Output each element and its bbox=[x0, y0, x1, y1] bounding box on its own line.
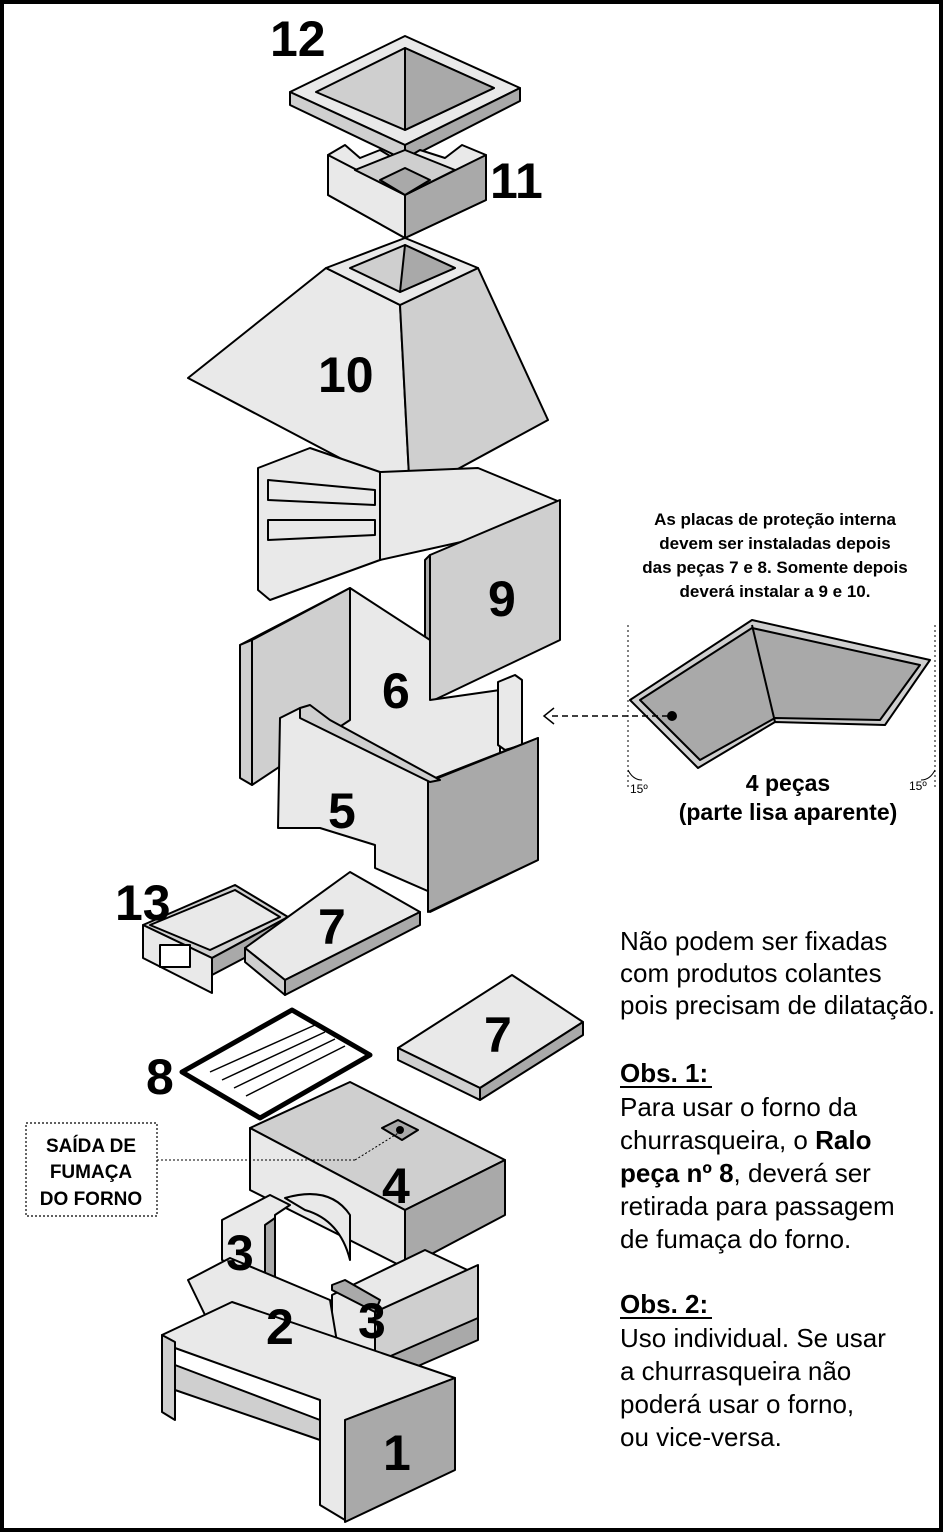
obs2-title: Obs. 2: bbox=[620, 1289, 708, 1319]
plate-arrow bbox=[542, 707, 677, 725]
piece-7-lower bbox=[397, 974, 584, 1101]
plates-subtitle: (parte lisa aparente) bbox=[679, 799, 898, 825]
smoke-outlet-label: SAÍDA DE FUMAÇA DO FORNO bbox=[40, 1135, 142, 1210]
obs2-line-4: ou vice-versa. bbox=[620, 1422, 782, 1452]
obs2-line-1: Uso individual. Se usar bbox=[620, 1323, 886, 1353]
label-piece-3-left: 3 bbox=[226, 1225, 254, 1281]
protection-plate-diagram bbox=[629, 619, 931, 769]
obs1-line-3-bold: peça nº 8 bbox=[620, 1158, 734, 1188]
label-piece-7-lower: 7 bbox=[484, 1007, 512, 1063]
angle-left-label: 15º bbox=[630, 782, 648, 796]
piece-10-hood bbox=[187, 237, 549, 496]
fixing-note-line-3: pois precisam de dilatação. bbox=[620, 990, 935, 1020]
obs1-line-1: Para usar o forno da bbox=[620, 1092, 858, 1122]
label-piece-4: 4 bbox=[382, 1158, 410, 1214]
label-piece-8: 8 bbox=[146, 1049, 174, 1105]
plates-note-line-3: das peças 7 e 8. Somente depois bbox=[642, 558, 908, 577]
plates-count: 4 peças bbox=[746, 770, 830, 796]
plates-note-line-4: deverá instalar a 9 e 10. bbox=[680, 582, 871, 601]
obs2-block: Obs. 2: Uso individual. Se usar a churra… bbox=[620, 1289, 886, 1452]
obs1-block: Obs. 1: Para usar o forno da churrasquei… bbox=[620, 1058, 895, 1254]
label-piece-12: 12 bbox=[270, 11, 326, 67]
label-piece-3-right: 3 bbox=[358, 1293, 386, 1349]
smoke-label-line-2: FUMAÇA bbox=[50, 1162, 133, 1183]
fixing-note-line-1: Não podem ser fixadas bbox=[620, 926, 887, 956]
obs1-line-2-pre: churrasqueira, o bbox=[620, 1125, 815, 1155]
piece-7-upper bbox=[244, 871, 421, 996]
obs1-line-5: de fumaça do forno. bbox=[620, 1224, 851, 1254]
smoke-label-line-3: DO FORNO bbox=[40, 1189, 142, 1210]
obs1-line-3-post: , deverá ser bbox=[734, 1158, 872, 1188]
piece-8-grate bbox=[179, 1007, 373, 1121]
fixing-note-line-2: com produtos colantes bbox=[620, 958, 882, 988]
piece-12-cap bbox=[289, 35, 521, 161]
obs1-title: Obs. 1: bbox=[620, 1058, 708, 1088]
label-piece-11: 11 bbox=[490, 153, 543, 209]
obs1-line-2: churrasqueira, o Ralo bbox=[620, 1125, 871, 1155]
obs2-line-3: poderá usar o forno, bbox=[620, 1389, 854, 1419]
piece-5-body bbox=[277, 704, 539, 913]
obs1-line-4: retirada para passagem bbox=[620, 1191, 895, 1221]
label-piece-10: 10 bbox=[318, 347, 374, 403]
label-piece-2: 2 bbox=[266, 1299, 294, 1355]
label-piece-6: 6 bbox=[382, 663, 410, 719]
obs2-line-2: a churrasqueira não bbox=[620, 1356, 851, 1386]
label-piece-7-upper: 7 bbox=[318, 899, 346, 955]
fixing-note: Não podem ser fixadas com produtos colan… bbox=[620, 926, 935, 1020]
plates-note-line-2: devem ser instaladas depois bbox=[659, 534, 891, 553]
label-piece-9: 9 bbox=[488, 571, 516, 627]
obs1-line-2-bold: Ralo bbox=[815, 1125, 871, 1155]
smoke-label-line-1: SAÍDA DE bbox=[46, 1135, 136, 1157]
piece-9-walls bbox=[257, 447, 561, 703]
piece-13-drawer bbox=[142, 884, 289, 994]
piece-11-collar bbox=[327, 144, 487, 239]
obs1-line-3: peça nº 8, deverá ser bbox=[620, 1158, 871, 1188]
plates-note-line-1: As placas de proteção interna bbox=[654, 510, 896, 529]
smoke-outlet-callout bbox=[25, 1122, 404, 1217]
label-piece-13: 13 bbox=[115, 875, 171, 931]
angle-right-arc bbox=[920, 769, 936, 781]
piece-1-base bbox=[161, 1301, 456, 1523]
angle-right-label: 15º bbox=[909, 779, 927, 793]
label-piece-5: 5 bbox=[328, 783, 356, 839]
piece-4-oven bbox=[249, 1081, 506, 1269]
plates-note: As placas de proteção interna devem ser … bbox=[642, 510, 908, 601]
label-piece-1: 1 bbox=[383, 1425, 411, 1481]
angle-left-arc bbox=[627, 769, 643, 781]
